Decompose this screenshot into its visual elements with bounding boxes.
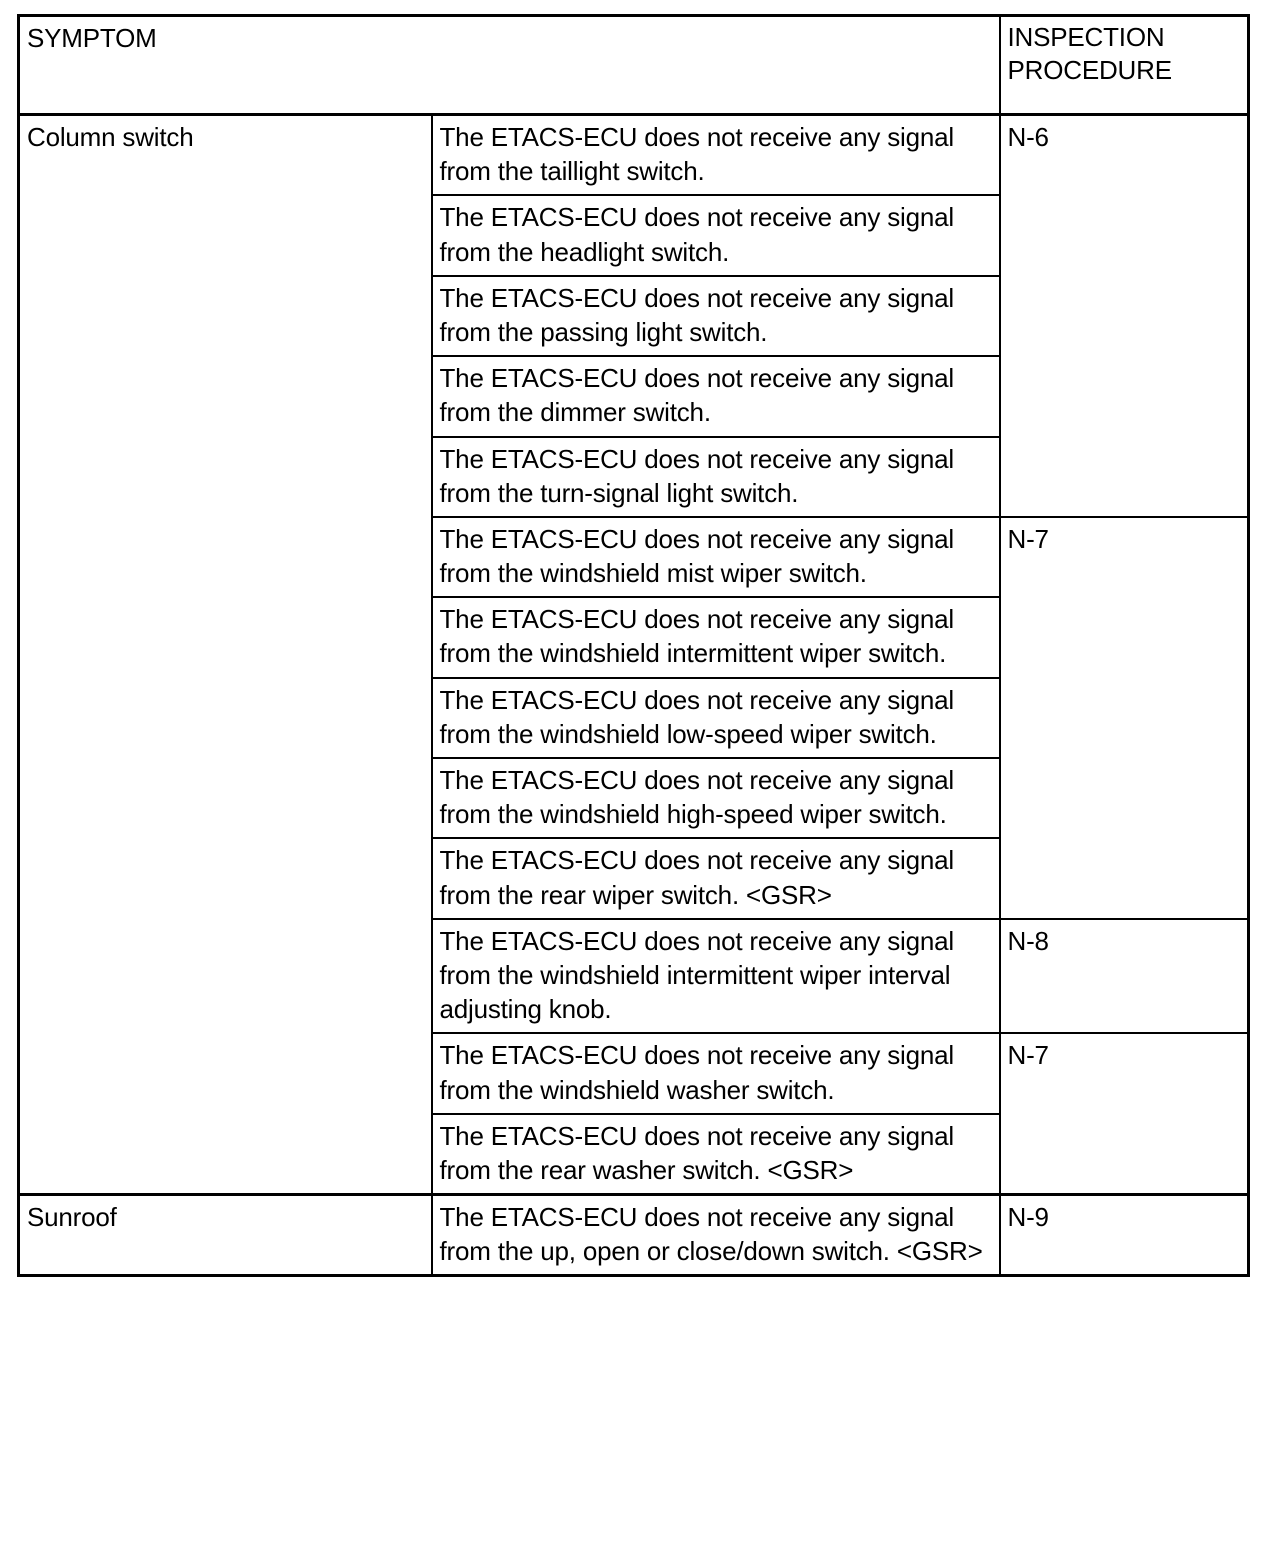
description-text: The ETACS-ECU does not receive any signa… <box>439 604 955 669</box>
inspection-procedure-code: N-7 <box>1007 1040 1049 1071</box>
inspection-procedure-code: N-7 <box>1007 523 1049 554</box>
description-text: The ETACS-ECU does not receive any signa… <box>439 202 955 267</box>
description-text: The ETACS-ECU does not receive any signa… <box>439 765 955 830</box>
description-cell: The ETACS-ECU does not receive any signa… <box>430 355 1001 438</box>
table-row: The ETACS-ECU does not receive any signa… <box>19 756 1249 840</box>
inspection-procedure-cell: N-7 <box>998 1032 1250 1196</box>
description-text: The ETACS-ECU does not receive any signa… <box>439 1040 955 1105</box>
description-cell: The ETACS-ECU does not receive any signa… <box>430 676 1001 760</box>
description-cell: The ETACS-ECU does not receive any signa… <box>430 756 1001 840</box>
table-row: The ETACS-ECU does not receive any signa… <box>19 435 1249 518</box>
description-cell: The ETACS-ECU does not receive any signa… <box>430 917 1001 1035</box>
description-text: The ETACS-ECU does not receive any signa… <box>439 1202 983 1267</box>
description-cell: The ETACS-ECU does not receive any signa… <box>430 837 1001 920</box>
symptom-label: Column switch <box>27 122 194 152</box>
description-text: The ETACS-ECU does not receive any signa… <box>439 282 955 347</box>
symptom-label: Sunroof <box>27 1202 117 1233</box>
table-row: The ETACS-ECU does not receive any signa… <box>19 355 1249 438</box>
inspection-procedure-cell: N-7 <box>998 515 1250 920</box>
table-row: The ETACS-ECU does not receive any signa… <box>19 1112 1249 1196</box>
description-cell: The ETACS-ECU does not receive any signa… <box>430 113 1001 197</box>
description-cell: The ETACS-ECU does not receive any signa… <box>430 515 1001 599</box>
inspection-procedure-code: N-6 <box>1007 122 1049 152</box>
description-cell: The ETACS-ECU does not receive any signa… <box>430 194 1001 277</box>
table-row: The ETACS-ECU does not receive any signa… <box>19 1032 1250 1196</box>
inspection-procedure-cell: N-9 <box>998 1193 1250 1277</box>
table-row: The ETACS-ECU does not receive any signa… <box>19 515 1250 920</box>
description-text: The ETACS-ECU does not receive any signa… <box>439 443 955 508</box>
table-row: The ETACS-ECU does not receive any signa… <box>19 596 1249 679</box>
table-row: Sunroof The ETACS-ECU does not receive an… <box>17 1193 1250 1277</box>
description-text: The ETACS-ECU does not receive any signa… <box>439 684 955 749</box>
symptom-cell: Column switch <box>17 113 433 1196</box>
table-row: The ETACS-ECU does not receive any signa… <box>19 194 1249 277</box>
table-header: SYMPTOM INSPECTION PROCEDURE <box>17 14 1250 116</box>
column-header-symptom: SYMPTOM <box>17 14 1001 116</box>
symptom-inspection-table: SYMPTOM INSPECTION PROCEDURE Column swit… <box>17 14 1251 1278</box>
description-text: The ETACS-ECU does not receive any signa… <box>439 925 955 1025</box>
description-cell: The ETACS-ECU does not receive any signa… <box>430 435 1001 518</box>
description-cell: The ETACS-ECU does not receive any signa… <box>430 596 1001 679</box>
table-row: The ETACS-ECU does not receive any signa… <box>19 917 1250 1035</box>
column-header-inspection-procedure: INSPECTION PROCEDURE <box>998 14 1250 116</box>
description-cell: The ETACS-ECU does not receive any signa… <box>430 1193 1001 1277</box>
inspection-procedure-cell: N-6 <box>998 113 1250 518</box>
inspection-procedure-code: N-8 <box>1007 925 1049 956</box>
symptom-cell: Sunroof <box>17 1193 433 1277</box>
description-text: The ETACS-ECU does not receive any signa… <box>439 1120 955 1185</box>
table-row: The ETACS-ECU does not receive any signa… <box>19 274 1249 358</box>
description-cell: The ETACS-ECU does not receive any signa… <box>430 1032 1001 1115</box>
description-text: The ETACS-ECU does not receive any signa… <box>439 845 955 910</box>
inspection-procedure-code: N-9 <box>1007 1202 1049 1233</box>
table-row: The ETACS-ECU does not receive any signa… <box>19 676 1249 760</box>
description-text: The ETACS-ECU does not receive any signa… <box>439 122 955 187</box>
description-text: The ETACS-ECU does not receive any signa… <box>439 363 955 428</box>
header-row: SYMPTOM INSPECTION PROCEDURE <box>17 14 1250 116</box>
description-cell: The ETACS-ECU does not receive any signa… <box>430 1112 1001 1196</box>
description-cell: The ETACS-ECU does not receive any signa… <box>430 274 1001 358</box>
inspection-procedure-cell: N-8 <box>998 917 1250 1035</box>
description-text: The ETACS-ECU does not receive any signa… <box>439 523 955 589</box>
table-row: The ETACS-ECU does not receive any signa… <box>19 837 1249 920</box>
